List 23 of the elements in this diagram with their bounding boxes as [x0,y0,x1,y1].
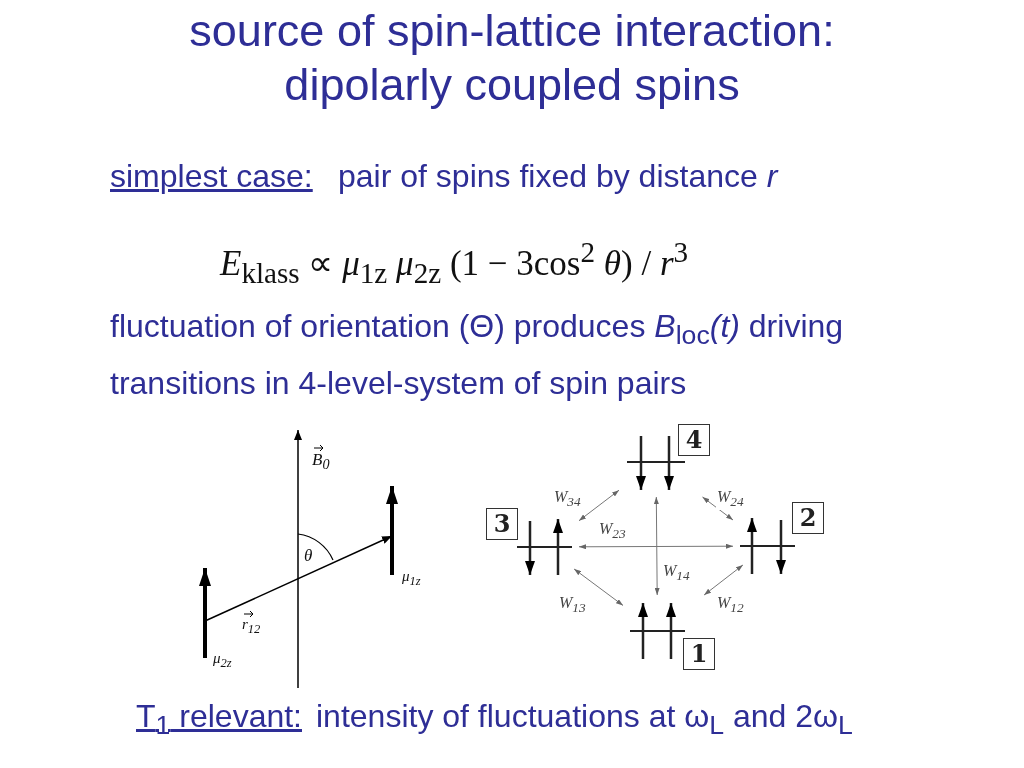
transition-arrow [578,489,620,522]
formula: E$_{klass}$ ∝ μ$_{1z}$ μ$_{2z}$ (1 − 3cos$^{2}$ θ) / r$^{3}$ [220,236,689,290]
slide-title: source of spin-lattice interaction: dipolarly coupled spins [188,4,836,112]
vector-label: r$_{12}$ [242,616,261,637]
body-text: fluctuation of orientation (Θ) produces B$_{loc}$(t) driving transitions in 4-level-system of spin pairs [110,307,845,404]
transition-arrow [702,496,734,521]
transition-arrow [703,564,744,596]
transition-arrow [653,496,660,596]
body-text: intensity of fluctuations at ω$_{L}$ and 2ω$_{L}$ [316,698,853,742]
level-number: 2 [792,502,824,534]
vector-label: B$_{0}$ [312,450,330,474]
heading-text: T$_{1}$ relevant: [136,698,302,742]
level-number: 4 [678,424,710,456]
transition-arrow [578,543,734,550]
moment-label: μ$_{1z}$ [402,568,421,589]
level-number: 1 [683,638,715,670]
moment-label: μ$_{2z}$ [213,650,232,671]
heading-text: simplest case: [110,158,313,195]
edge-label: W$_{24}$ [716,488,745,511]
level-number: 3 [486,508,518,540]
body-text: pair of spins fixed by distance r [338,158,778,195]
transition-arrow [573,568,624,606]
angle-label: θ [304,546,313,566]
